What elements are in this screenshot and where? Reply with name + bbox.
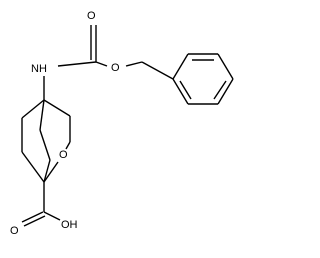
bond-left-lower-c1 xyxy=(21,151,45,183)
bond-ring-6 xyxy=(172,53,189,80)
bond-ring-5 xyxy=(172,78,189,105)
bond-ring-o-c1 xyxy=(43,161,59,183)
carboxylic-acid xyxy=(21,182,61,227)
label-ring-o: O xyxy=(59,149,68,161)
bond-cooh-double-1 xyxy=(21,211,44,223)
label-nh: NH xyxy=(31,63,47,75)
cbz-chain xyxy=(57,25,174,80)
bond-c4-middle-upper xyxy=(39,99,45,131)
label-acid-oh: OH xyxy=(61,219,78,231)
bond-ring-double-3 xyxy=(179,80,192,100)
bond-carbonyl-nh xyxy=(57,61,97,67)
chemical-structure-diagram: NH O O O O OH xyxy=(10,10,234,237)
bond-ch2-phenyl xyxy=(141,61,174,80)
bond-c4-left-upper xyxy=(21,99,45,119)
bond-cooh-oh xyxy=(43,211,61,221)
label-ester-o: O xyxy=(111,62,120,74)
bond-ring-double-2 xyxy=(213,80,227,100)
bond-middle-c1 xyxy=(43,159,51,183)
bond-ch2-ester-o xyxy=(125,61,143,67)
benzene-ring xyxy=(172,53,234,105)
bond-cooh-double-2 xyxy=(23,215,46,227)
label-carbonyl-o: O xyxy=(87,10,96,22)
bond-c4-ch2 xyxy=(43,99,71,117)
bond-ring-2 xyxy=(217,53,234,80)
bicyclic-core xyxy=(21,76,71,183)
bond-middle-lower xyxy=(39,129,51,161)
bond-ester-o-carbonyl xyxy=(95,61,108,67)
bond-ch2-ring-o xyxy=(65,141,71,150)
label-acid-o: O xyxy=(10,225,19,237)
bond-ring-3 xyxy=(217,78,234,105)
